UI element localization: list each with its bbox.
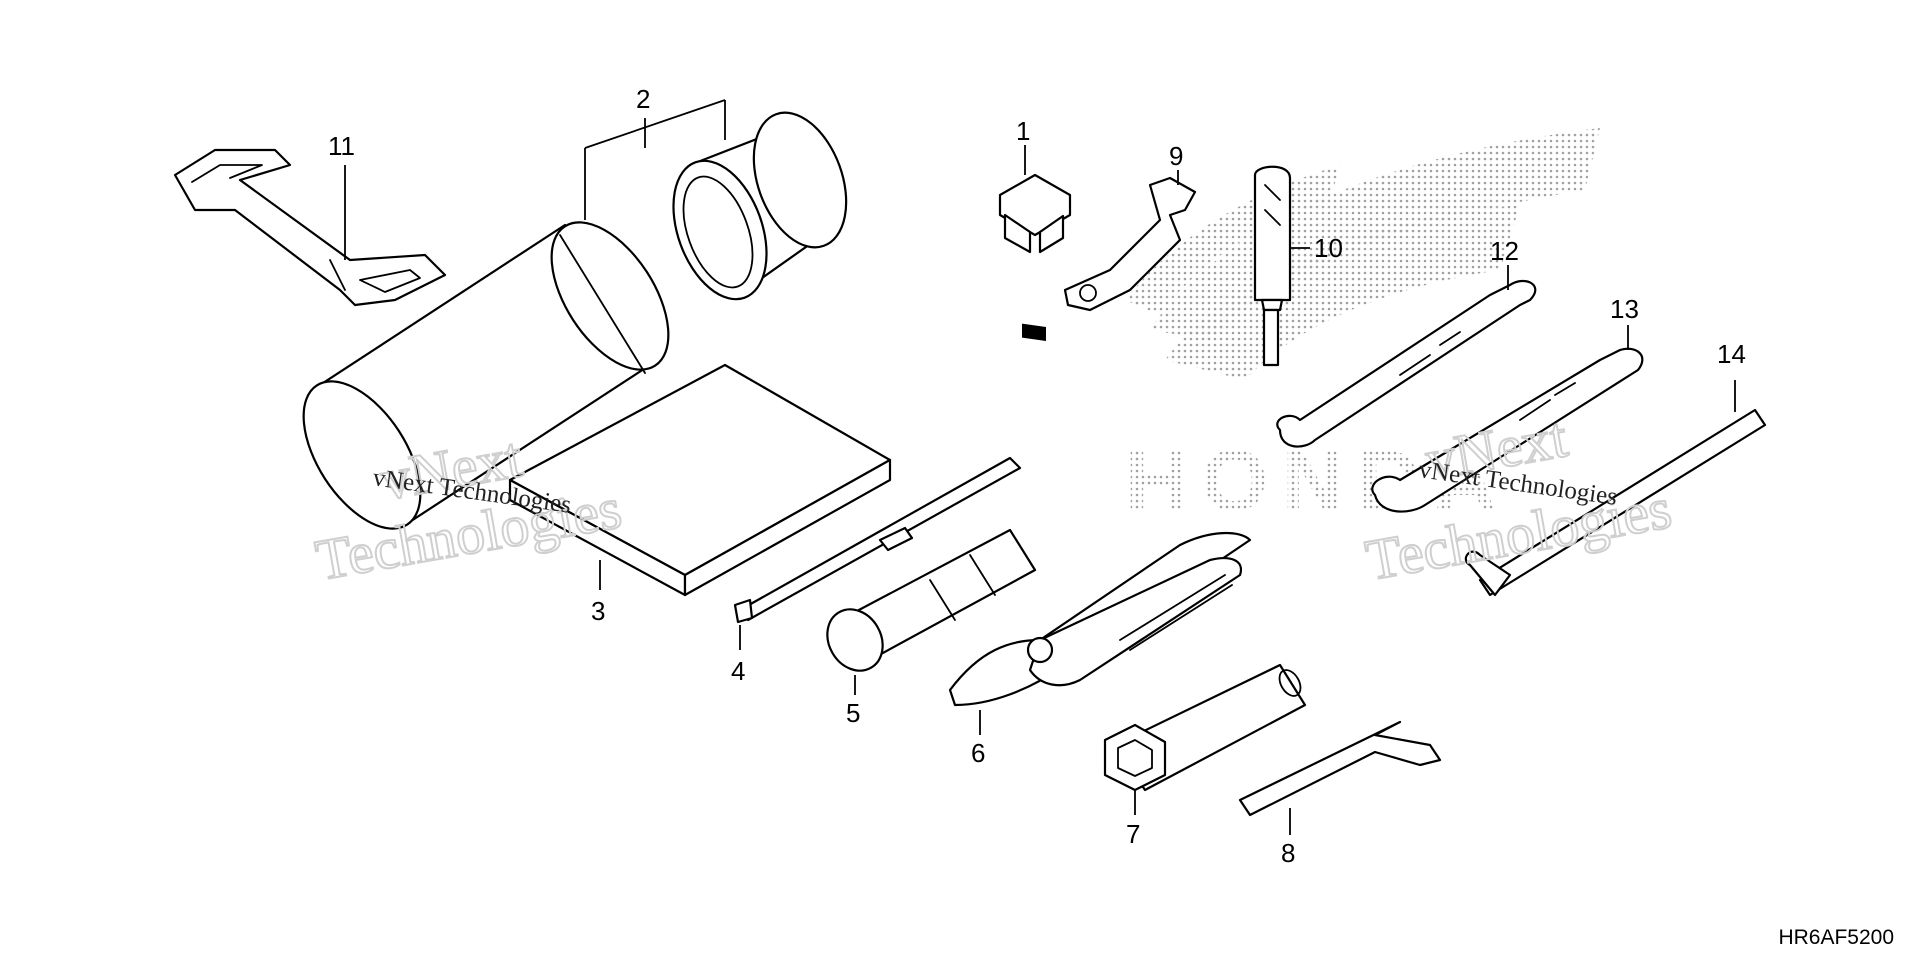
part-10-grip [1253,165,1292,367]
callout-14: 14 [1717,339,1746,369]
callout-8: 8 [1281,838,1295,868]
callout-12: 12 [1490,236,1519,266]
callout-13: 13 [1610,294,1639,324]
part-1-fuse [998,173,1072,342]
reference-code: HR6AF5200 [1778,926,1894,949]
callout-4: 4 [731,656,745,686]
callout-3: 3 [591,596,605,626]
part-12-wrench [1276,279,1537,448]
part-7-plug-wrench [1103,663,1307,792]
part-5-socket-handle [826,528,1037,672]
callout-10: 10 [1314,233,1343,263]
part-11-strap [173,148,447,307]
part-3-manual [508,363,892,597]
part-13-wrench [1371,347,1644,513]
part-6-pliers [948,531,1252,707]
callout-5: 5 [846,698,860,728]
callout-11: 11 [328,131,355,161]
leader-lines [344,99,1736,835]
part-2-tool-bag [302,111,848,530]
part-8-hex-key [1238,720,1442,817]
callout-7: 7 [1126,819,1140,849]
callout-9: 9 [1169,141,1183,171]
part-4-shaft [733,456,1022,624]
callout-6: 6 [971,738,985,768]
callouts: 1 2 3 4 5 6 7 8 9 10 11 12 13 14 [328,84,1746,868]
callout-1: 1 [1016,116,1030,146]
callout-2: 2 [636,84,650,114]
part-14-extension-bar [1464,408,1767,597]
part-9-bracket [1063,176,1197,312]
